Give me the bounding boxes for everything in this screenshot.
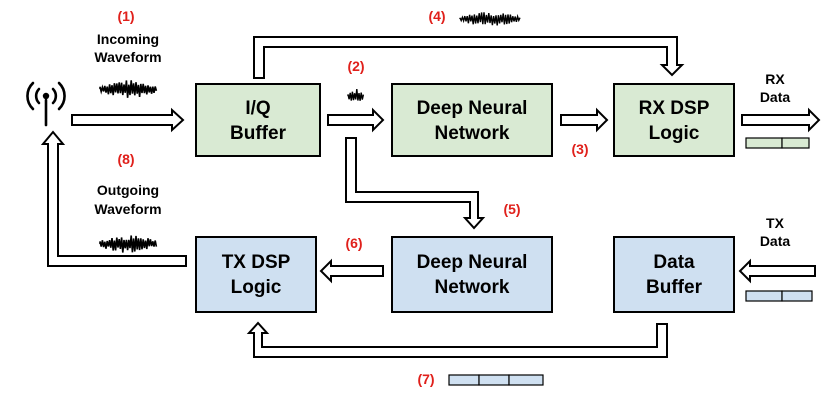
arrow-iq-bypass-to-rx-dsp <box>253 36 685 79</box>
incoming-waveform-line2: Waveform <box>94 49 161 65</box>
outgoing-waveform-line2: Waveform <box>94 201 161 217</box>
tx-data-line1: TX <box>766 215 785 231</box>
waveform-icon <box>99 80 158 98</box>
step-4: (4) <box>428 8 445 24</box>
rx-dsp-box <box>613 83 735 157</box>
step-1: (1) <box>117 8 134 24</box>
data-buffer-line2: Buffer <box>646 277 703 298</box>
tx-dnn-line1: Deep Neural <box>417 252 528 273</box>
iq-buffer-line1: I/Q <box>245 98 270 119</box>
data-packet-icon <box>745 137 810 149</box>
rx-dnn-line1: Deep Neural <box>417 98 528 119</box>
tx-data-line2: Data <box>760 233 791 249</box>
step-3: (3) <box>571 141 588 157</box>
arrow-rx-dsp-to-rx-data <box>741 107 821 133</box>
rx-dsp-line2: Logic <box>649 123 700 144</box>
arrow-tx-data-to-data-buffer <box>738 258 816 284</box>
arrow-rx-dnn-to-rx-dsp <box>560 107 609 133</box>
rx-dsp-line1: RX DSP <box>639 98 710 119</box>
arrow-iq-to-rx-dnn <box>327 107 385 133</box>
data-packet-icon <box>745 290 813 302</box>
iq-buffer-box <box>195 83 321 157</box>
tx-dsp-line1: TX DSP <box>222 252 291 273</box>
outgoing-waveform-line1: Outgoing <box>97 182 159 198</box>
antenna-icon <box>26 81 66 127</box>
waveform-icon <box>99 235 158 253</box>
data-packet-icon <box>448 374 544 386</box>
arrow-branch-to-tx-dnn <box>345 137 486 230</box>
tx-dnn-line2: Network <box>435 277 510 298</box>
arrow-tx-dsp-to-antenna <box>40 130 187 267</box>
rx-data-line2: Data <box>760 89 791 105</box>
waveform-icon <box>459 12 521 26</box>
tx-dnn-box <box>391 236 553 313</box>
step-6: (6) <box>345 235 362 251</box>
step-5: (5) <box>503 201 520 217</box>
tx-dsp-box <box>195 236 317 313</box>
waveform-icon <box>347 89 365 101</box>
rx-dnn-line2: Network <box>435 123 510 144</box>
arrow-antenna-to-iq <box>71 107 185 133</box>
arrow-data-buffer-bypass-to-tx-dsp <box>246 321 668 358</box>
data-buffer-line1: Data <box>653 252 695 273</box>
iq-buffer-line2: Buffer <box>230 123 287 144</box>
data-buffer-box <box>613 236 735 313</box>
step-8: (8) <box>117 151 134 167</box>
step-2: (2) <box>347 58 364 74</box>
incoming-waveform-line1: Incoming <box>97 31 159 47</box>
rx-dnn-box <box>391 83 553 157</box>
tx-dsp-line2: Logic <box>231 277 282 298</box>
rx-data-line1: RX <box>765 71 785 87</box>
arrow-tx-dnn-to-tx-dsp <box>319 258 384 284</box>
step-7: (7) <box>417 371 434 387</box>
